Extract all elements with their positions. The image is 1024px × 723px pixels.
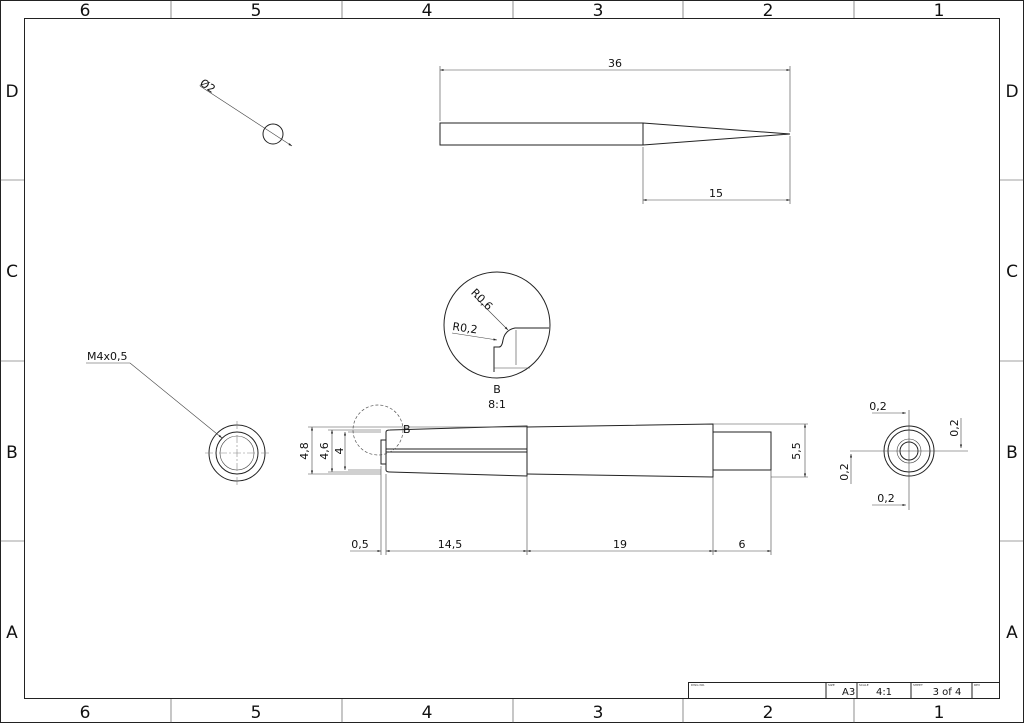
zone-col-1-bottom: 1: [934, 703, 945, 723]
size-label: SIZE: [828, 683, 835, 687]
zone-row-d-right: D: [1005, 82, 1018, 102]
zone-col-2: 2: [763, 1, 774, 21]
main-side-view: B 4,8 4,6 4 5,5 0,5 14,5 19 6: [298, 404, 808, 555]
size-value: A3: [842, 687, 855, 698]
sheet-value: 3 of 4: [933, 687, 962, 698]
zone-col-4: 4: [422, 1, 433, 21]
dim-5-5: 5,5: [790, 442, 803, 460]
pin-diameter-label: Ø2: [198, 76, 218, 95]
zone-row-c: C: [6, 262, 18, 282]
zone-col-5: 5: [251, 1, 262, 21]
dim-4: 4: [333, 448, 346, 455]
pin-end-view: Ø2: [198, 76, 293, 147]
pin-side-view: 36 15: [439, 57, 791, 204]
end-dim-right: 0,2: [948, 419, 961, 437]
dim-14-5: 14,5: [438, 538, 463, 551]
title-block: DWG NO. SIZE A3 SCALE 4:1 SHEET 3 of 4 R…: [688, 682, 1000, 699]
detail-b-view: R0,6 R0,2 B 8:1: [443, 271, 551, 411]
rev-label: REV: [974, 683, 981, 687]
zone-col-4-bottom: 4: [422, 703, 433, 723]
dwg-no-label: DWG NO.: [691, 683, 705, 687]
pin-taper-dim: 15: [709, 187, 723, 200]
scale-label: SCALE: [859, 683, 869, 687]
zone-row-b: B: [6, 443, 18, 463]
zone-col-5-bottom: 5: [251, 703, 262, 723]
end-dim-top: 0,2: [869, 400, 887, 413]
pin-length-dim: 36: [608, 57, 622, 70]
end-dim-bottom: 0,2: [877, 492, 895, 505]
thread-label: M4x0,5: [87, 350, 128, 363]
dim-4-6: 4,6: [318, 442, 331, 460]
dim-6: 6: [739, 538, 746, 551]
detail-r06-label: R0,6: [468, 286, 495, 313]
zone-col-1: 1: [934, 1, 945, 21]
detail-label: B: [493, 383, 501, 396]
zone-row-d: D: [5, 82, 18, 102]
zone-row-c-right: C: [1006, 262, 1018, 282]
detail-r02-label: R0,2: [452, 320, 479, 336]
zone-col-3: 3: [593, 1, 604, 21]
zone-row-a-right: A: [1006, 623, 1018, 643]
zone-row-b-right: B: [1006, 443, 1018, 463]
scale-value: 4:1: [876, 687, 892, 698]
zone-row-a: A: [6, 623, 18, 643]
front-end-view: 0,2 0,2 0,2 0,2: [838, 400, 968, 510]
sheet-label: SHEET: [913, 683, 923, 687]
thread-end-view: M4x0,5: [86, 350, 269, 485]
dim-19: 19: [613, 538, 627, 551]
detail-scale: 8:1: [488, 398, 506, 411]
zone-col-3-bottom: 3: [593, 703, 604, 723]
end-dim-left: 0,2: [838, 463, 851, 481]
zone-col-6: 6: [80, 1, 91, 21]
dim-4-8: 4,8: [298, 442, 311, 460]
zone-col-6-bottom: 6: [80, 703, 91, 723]
dim-0-5: 0,5: [351, 538, 369, 551]
detail-callout-b: B: [403, 423, 411, 436]
zone-labels: 6 5 4 3 2 1 6 5 4 3 2 1 D C B A D C B A: [5, 1, 1018, 723]
zone-col-2-bottom: 2: [763, 703, 774, 723]
